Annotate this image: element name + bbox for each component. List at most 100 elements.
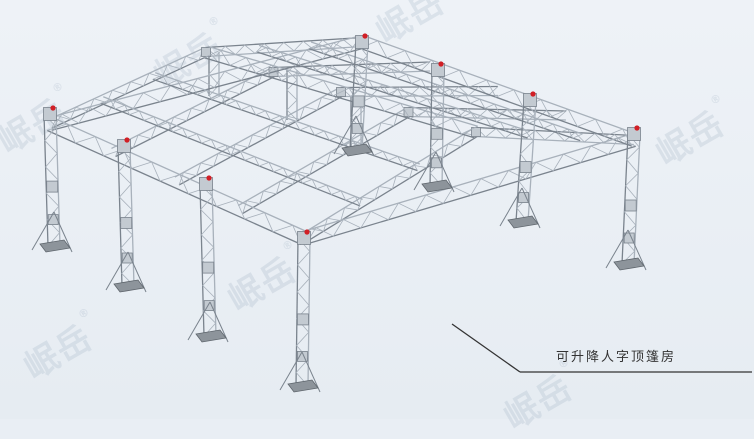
front-purlin-1-lacing — [100, 99, 361, 207]
front-purlin-1-chord — [103, 96, 363, 201]
tower-hoist-block — [120, 217, 133, 229]
tower-outrigger — [53, 211, 73, 253]
tower-outrigger — [31, 211, 55, 251]
product-caption: 可升降人字顶篷房 — [556, 350, 677, 365]
tower-top-sleeve — [627, 127, 641, 141]
back-eave-beam-chord — [363, 35, 637, 135]
back-purlin-1-lacing — [308, 43, 583, 139]
back-rafter-0-chord — [206, 45, 363, 58]
tower-hoist-block — [430, 127, 443, 140]
front-rafter-3-chord — [237, 107, 407, 207]
right-eave-beam-lacing — [305, 137, 637, 245]
back-rafter-0-lacing — [205, 37, 363, 57]
red-lifting-marker — [304, 229, 310, 235]
front-rafter-3-lacing — [242, 112, 411, 214]
tower-4-chord — [621, 133, 629, 264]
tower-base-plate — [195, 329, 227, 343]
red-lifting-marker — [206, 175, 212, 181]
front-rafter-0-chord — [51, 55, 209, 129]
tower-base-plate — [287, 379, 319, 393]
tower-hoist-block — [202, 261, 215, 274]
tower-lower-block — [296, 350, 308, 362]
ridge-node — [403, 107, 414, 117]
tower-lower-block — [430, 157, 442, 169]
right-eave-beam-chord — [301, 133, 633, 233]
tower-base-plate — [507, 215, 539, 229]
front-eave-beam-chord — [46, 129, 302, 245]
tower-top-sleeve — [355, 35, 369, 49]
front-rafter-0-chord — [47, 47, 205, 121]
front-rafter-1-lacing — [115, 71, 276, 157]
tower-top-sleeve — [43, 107, 57, 121]
front-rafter-2-chord — [178, 95, 344, 186]
front-rafter-4-lacing — [305, 133, 479, 242]
callout-line — [451, 323, 521, 373]
back-purlin-2-chord — [256, 51, 528, 139]
ridge-node — [201, 47, 211, 57]
tower-lower-block — [203, 300, 215, 312]
tower-outrigger — [105, 251, 129, 291]
tower-6-chord — [429, 69, 433, 186]
back-purlin-2-lacing — [256, 47, 530, 137]
front-rafter-1-chord — [115, 75, 276, 158]
back-purlin-1-chord — [310, 41, 583, 135]
tower-lower-block — [351, 123, 363, 134]
tower-base-plate — [613, 257, 645, 271]
back-rafter-4-chord — [475, 135, 634, 146]
front-rafter-4-chord — [301, 127, 474, 235]
tower-hoist-block — [624, 199, 637, 212]
tower-base-plate — [421, 179, 453, 193]
red-lifting-marker — [124, 137, 130, 143]
tower-outrigger — [521, 187, 541, 229]
tower-outrigger — [127, 251, 147, 293]
tower-2-chord — [211, 183, 217, 336]
tower-1-chord — [129, 145, 135, 286]
tower-3-chord — [295, 237, 299, 386]
left-eave-beam-chord — [51, 47, 364, 131]
rear-column-1-lacing — [286, 69, 298, 121]
truss-roof-illustration — [31, 33, 752, 393]
tower-outrigger — [301, 351, 321, 393]
tower-top-sleeve — [431, 63, 445, 77]
red-lifting-marker — [50, 105, 56, 111]
tower-top-sleeve — [523, 93, 537, 107]
tower-outrigger — [605, 229, 629, 269]
red-lifting-marker — [634, 125, 640, 131]
tower-2-lacing — [199, 183, 217, 337]
tower-outrigger — [209, 301, 229, 343]
ridge-node — [471, 127, 481, 137]
tower-outrigger — [355, 115, 375, 157]
tower-base-plate — [341, 143, 373, 157]
tower-5-chord — [515, 99, 525, 222]
front-rafter-2-lacing — [178, 87, 340, 186]
tower-top-sleeve — [199, 177, 213, 191]
left-eave-beam-chord — [48, 35, 361, 119]
tower-top-sleeve — [117, 139, 131, 153]
tower-lower-block — [518, 192, 529, 204]
tower-hoist-block — [46, 180, 59, 193]
ridge-beam-chord — [204, 57, 475, 139]
tower-base-plate — [113, 279, 145, 293]
tower-outrigger — [435, 151, 455, 193]
front-rafter-2-chord — [174, 87, 340, 178]
tower-outrigger — [279, 351, 303, 391]
front-rafter-0-lacing — [51, 47, 205, 129]
red-lifting-marker — [438, 61, 444, 67]
tower-outrigger — [499, 187, 523, 227]
tower-hoist-block — [519, 161, 532, 174]
rear-column-0-lacing — [208, 51, 220, 97]
back-purlin-2-chord — [258, 44, 530, 132]
tower-outrigger — [627, 229, 647, 271]
tower-hoist-block — [352, 95, 365, 108]
tower-top-sleeve — [297, 231, 311, 245]
tower-outrigger — [413, 151, 437, 191]
left-eave-beam-lacing — [51, 35, 361, 131]
tower-outrigger — [333, 115, 357, 155]
tower-outrigger — [187, 301, 211, 341]
red-lifting-marker — [362, 33, 368, 39]
front-purlin-2-chord — [154, 72, 421, 165]
ridge-beam-chord — [207, 45, 478, 127]
tower-5-chord — [527, 100, 537, 223]
tower-hoist-block — [296, 313, 309, 326]
